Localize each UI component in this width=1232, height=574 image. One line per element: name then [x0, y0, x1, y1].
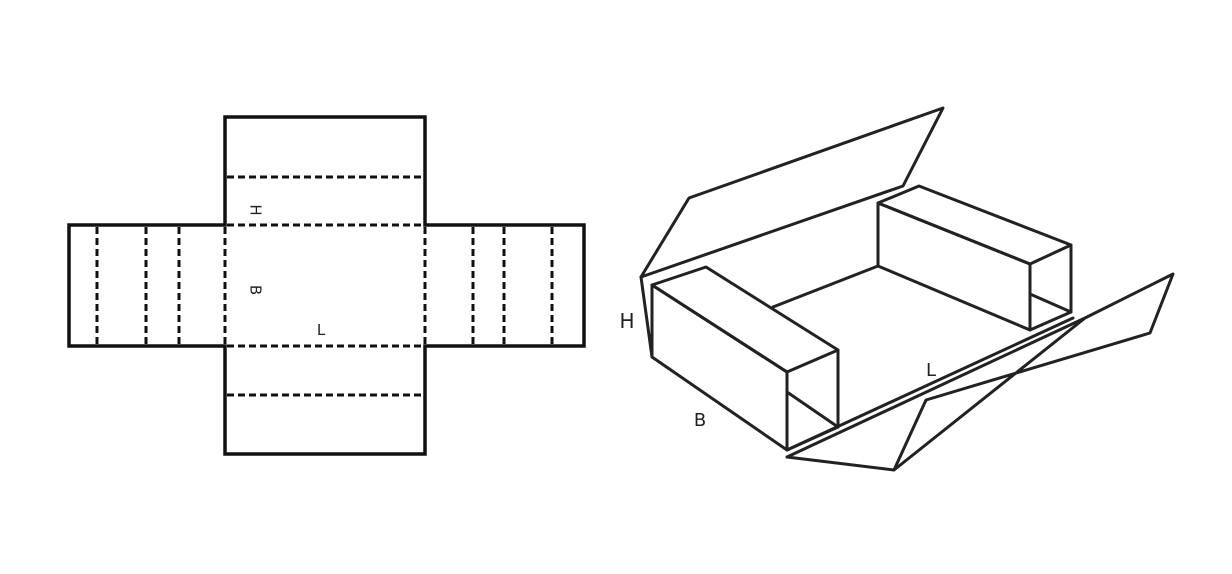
left-tube-inner-diag [785, 390, 840, 429]
right-side-tube [876, 184, 1073, 332]
right-tube-top [876, 184, 1073, 266]
base-back-edge [771, 264, 880, 309]
right-tube-inner-diag [1028, 292, 1073, 314]
left-tube-end-bottom [785, 425, 840, 452]
box-label-h: H [619, 309, 634, 333]
left-wall-edge [639, 275, 654, 359]
front-fold-edge-1 [785, 316, 1087, 459]
net-outline [67, 115, 586, 456]
net-label-h: H [247, 204, 265, 215]
left-side-tube [650, 265, 840, 452]
back-lid-flap [639, 106, 945, 279]
box-label-l: L [926, 360, 936, 381]
front-lid-flap [892, 272, 1175, 472]
left-tube-top [650, 265, 840, 374]
flat-net: H B L [67, 115, 586, 456]
right-tube-face [876, 201, 1032, 332]
net-label-b: B [247, 285, 265, 295]
left-tube-face [650, 283, 789, 452]
front-panel-edge [785, 455, 896, 472]
net-label-l: L [317, 321, 326, 339]
right-tube-end-bottom [1028, 310, 1073, 332]
box-label-b: B [694, 410, 706, 431]
folded-box: H B L [619, 106, 1175, 472]
